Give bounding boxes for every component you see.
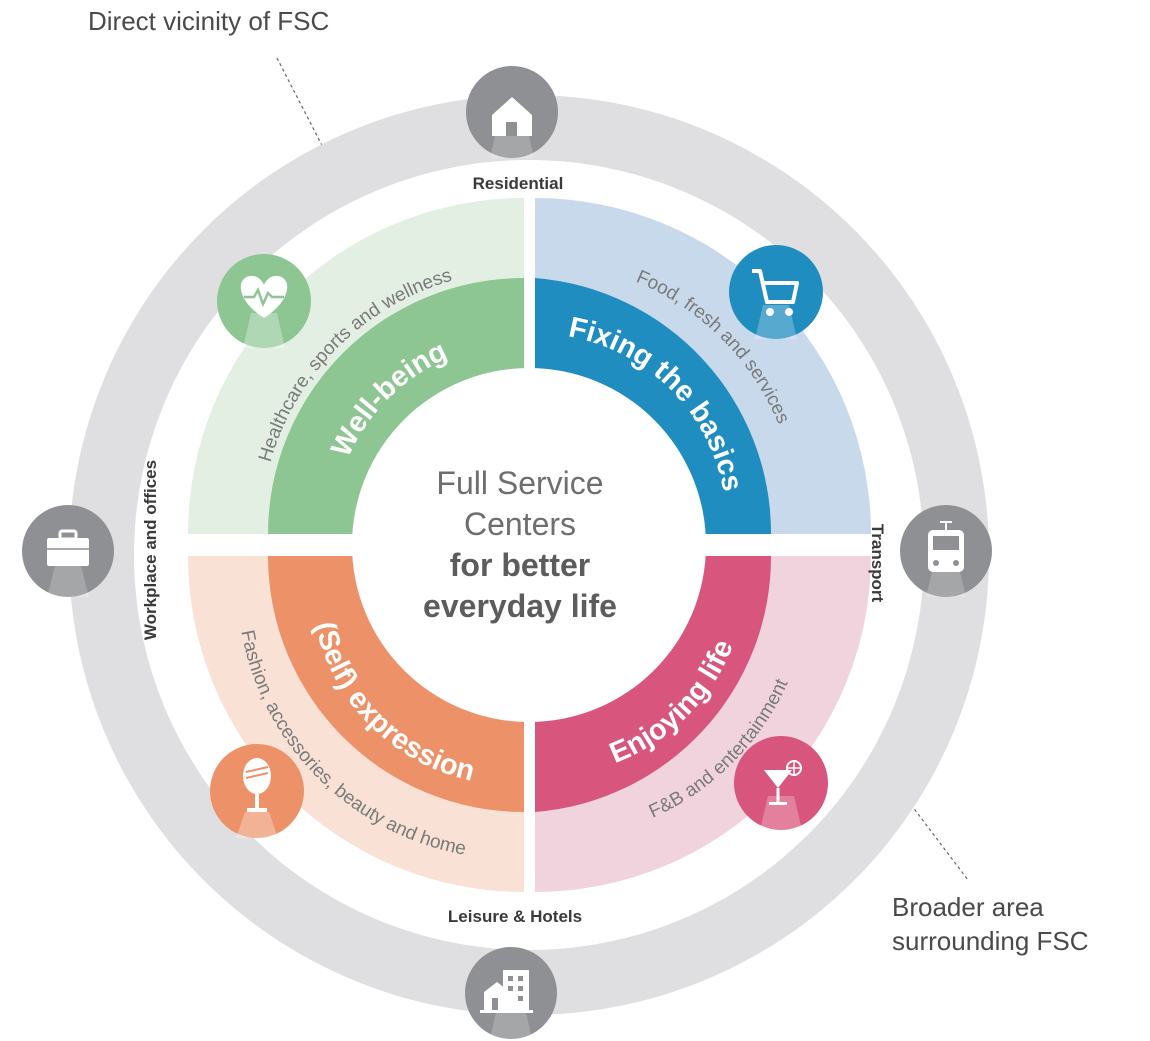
- center-line3: for better: [450, 547, 590, 583]
- center-line1: Full Service: [436, 465, 603, 501]
- shopping-cart-icon: [729, 245, 823, 339]
- direct-vicinity-callout: Direct vicinity of FSC: [88, 6, 330, 36]
- broader-area-line1: Broader area: [892, 892, 1044, 922]
- briefcase-icon: [22, 505, 114, 597]
- broader-area-callout: Broader area surrounding FSC: [892, 890, 1089, 958]
- cocktail-icon: [734, 736, 828, 830]
- tram-icon: [900, 505, 992, 597]
- center-line2: Centers: [464, 506, 576, 542]
- leisure-hotels-label: Leisure & Hotels: [448, 907, 582, 926]
- house-icon: [466, 66, 558, 158]
- buildings-icon: [465, 947, 557, 1039]
- transport-label: Transport: [868, 524, 887, 603]
- residential-label: Residential: [473, 174, 564, 193]
- heart-pulse-icon: [217, 254, 311, 348]
- vanity-mirror-icon: [210, 744, 304, 838]
- center-circle: [352, 368, 706, 722]
- center-line4: everyday life: [423, 588, 617, 624]
- broader-area-line2: surrounding FSC: [892, 926, 1089, 956]
- workplace-offices-label: Workplace and offices: [141, 460, 160, 640]
